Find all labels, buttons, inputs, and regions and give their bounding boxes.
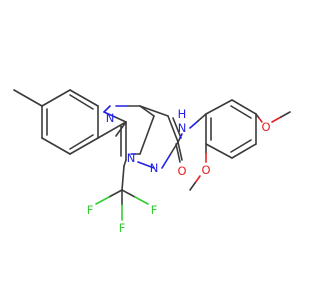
bond-22: [139, 105, 169, 117]
bond-40-0: [255, 113, 260, 119]
atom-o-carbonyl-label: O: [177, 164, 186, 178]
atom-h-amide-label: H: [178, 107, 187, 121]
bond-10: [97, 121, 127, 139]
atom-f-left-label: F: [87, 203, 94, 217]
atom-o-methoxy-top-label: O: [261, 120, 270, 134]
bond-4: [69, 137, 99, 155]
bond-35: [231, 143, 257, 159]
bond-11-1: [103, 111, 116, 118]
bond-41-1: [280, 111, 291, 118]
bond-21: [121, 165, 125, 191]
molecule-diagram: N N H N N O O O F F F: [13, 89, 291, 235]
atom-n-amide-label: N: [178, 121, 187, 135]
bond-7: [69, 89, 99, 107]
bond-45-1: [134, 196, 149, 205]
bond-31: [205, 99, 233, 115]
bond-11-0: [114, 116, 127, 123]
atom-n-pyrazole-label: N: [150, 161, 159, 175]
bond-43-1: [189, 182, 196, 191]
bond-layer: [13, 89, 291, 221]
bond-30-1: [197, 113, 207, 122]
bond-27: [177, 141, 183, 161]
bond-33: [230, 105, 252, 119]
atom-f-bottom-label: F: [119, 221, 126, 235]
bond-43-0: [194, 175, 201, 184]
atom-f-right-label: F: [151, 203, 158, 217]
bond-16: [139, 115, 155, 155]
bond-36: [230, 139, 252, 153]
bond-45-0: [121, 189, 136, 198]
bond-3: [41, 137, 71, 155]
atom-n-bridge-label: N: [127, 151, 136, 165]
bond-28: [175, 143, 181, 163]
bond-26: [137, 161, 155, 169]
bond-23: [167, 115, 179, 143]
bond-40-1: [258, 117, 263, 123]
bond-37: [205, 143, 233, 159]
bond-8: [69, 94, 94, 110]
bond-5: [69, 134, 94, 150]
atom-n4-label: N: [106, 111, 115, 125]
bond-25-1: [161, 154, 171, 169]
atom-o-methoxy-bottom-label: O: [201, 163, 210, 177]
bond-30-0: [189, 120, 199, 129]
bond-32: [231, 99, 257, 115]
bond-0: [13, 89, 43, 107]
bond-20: [123, 159, 127, 167]
chemical-structure: N N H N N O O O F F F: [13, 89, 291, 235]
bond-13: [103, 105, 111, 113]
bond-44-1: [95, 196, 110, 205]
bond-44-0: [108, 189, 123, 198]
bond-29-1: [179, 133, 183, 139]
bond-41-0: [271, 116, 282, 123]
bond-9: [41, 89, 71, 107]
atom-label-layer: N N H N N O O O F F F: [87, 107, 271, 235]
bond-24: [172, 117, 182, 139]
